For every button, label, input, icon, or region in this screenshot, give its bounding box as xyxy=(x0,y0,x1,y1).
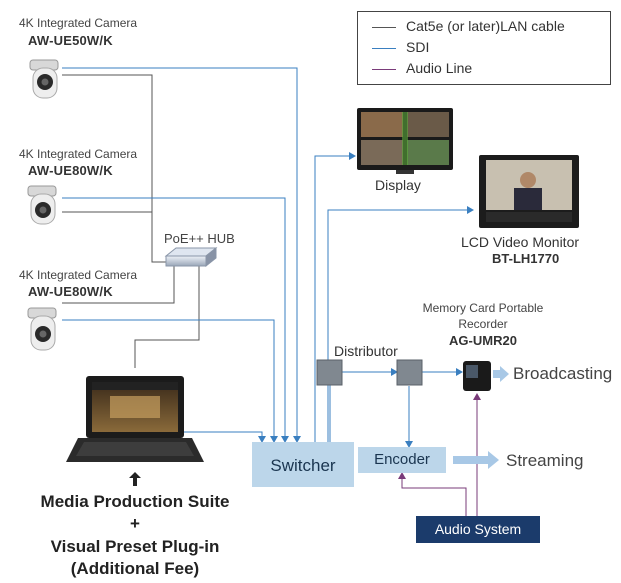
lan-cable-camera3 xyxy=(62,264,175,304)
sdi-switcher-to-display xyxy=(314,152,356,442)
encoder-box: Encoder xyxy=(358,447,446,473)
recorder-icon xyxy=(463,361,491,391)
lan-cable-camera1 xyxy=(62,74,166,263)
audio-to-encoder xyxy=(398,472,467,516)
lan-cables xyxy=(62,74,200,368)
laptop-icon xyxy=(66,376,204,462)
display-icon xyxy=(357,108,453,174)
software-line1: Media Production Suite xyxy=(40,492,230,511)
lcd-monitor-model: BT-LH1770 xyxy=(492,251,560,266)
camera-2-type: 4K Integrated Camera xyxy=(19,147,138,161)
streaming-label: Streaming xyxy=(506,451,584,470)
software-line4: (Additional Fee) xyxy=(70,559,200,578)
distributor-label: Distributor xyxy=(334,343,398,359)
distributor-1-box xyxy=(316,359,343,386)
legend-swatch-sdi xyxy=(372,48,396,49)
distributor-2-box xyxy=(396,359,423,386)
lcd-monitor-icon xyxy=(479,155,579,228)
camera-2-icon xyxy=(27,185,57,225)
camera-2-model: AW-UE80W/K xyxy=(28,163,113,178)
broadcasting-label: Broadcasting xyxy=(513,364,613,383)
camera-1-model: AW-UE50W/K xyxy=(28,33,113,48)
sdi-cable-camera1 xyxy=(62,67,301,443)
encoder-label: Encoder xyxy=(374,451,430,468)
up-arrow-icon xyxy=(129,472,141,486)
legend-label-lan: Cat5e (or later)LAN cable xyxy=(406,18,565,34)
software-line3: Visual Preset Plug-in xyxy=(50,537,220,556)
legend-label-sdi: SDI xyxy=(406,39,430,55)
camera-1-type: 4K Integrated Camera xyxy=(19,16,138,30)
display-label: Display xyxy=(375,177,421,193)
software-line2: + xyxy=(130,514,140,533)
camera-3-icon xyxy=(27,307,57,351)
legend: Cat5e (or later)LAN cable SDI Audio Line xyxy=(357,11,611,85)
legend-label-audio: Audio Line xyxy=(406,60,473,76)
switcher-label: Switcher xyxy=(270,456,336,475)
switcher-box: Switcher xyxy=(252,442,354,487)
streaming-arrow xyxy=(453,451,499,469)
sdi-cable-camera3 xyxy=(62,319,278,443)
lan-cable-laptop xyxy=(134,264,200,368)
audio-system-label: Audio System xyxy=(434,521,522,537)
audio-system-box: Audio System xyxy=(416,516,540,543)
audio-lines xyxy=(398,393,481,516)
sdi-cable-camera2 xyxy=(62,197,289,443)
poe-hub-icon xyxy=(164,246,218,268)
poe-hub-label: PoE++ HUB xyxy=(164,231,235,246)
camera-3-model: AW-UE80W/K xyxy=(28,284,113,299)
sdi-cables xyxy=(62,67,474,448)
recorder-name-line2: Recorder xyxy=(458,317,508,331)
camera-1-icon xyxy=(29,59,59,99)
recorder-name-line1: Memory Card Portable xyxy=(422,301,544,315)
legend-swatch-audio xyxy=(372,69,396,70)
lcd-monitor-name: LCD Video Monitor xyxy=(461,234,580,250)
broadcasting-arrow xyxy=(493,366,509,382)
legend-swatch-lan xyxy=(372,27,396,28)
recorder-model: AG-UMR20 xyxy=(449,333,517,348)
camera-3-type: 4K Integrated Camera xyxy=(19,268,138,282)
